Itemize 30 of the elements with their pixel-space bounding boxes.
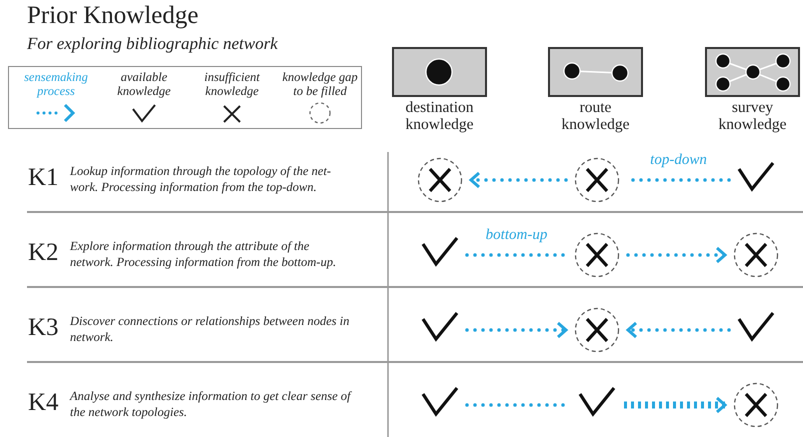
legend-text: insufficient knowledge <box>203 70 261 98</box>
edge-label: bottom-up <box>484 227 550 243</box>
legend-text: sensemaking process <box>23 70 89 98</box>
crossed-dashed-circle <box>574 157 620 203</box>
crossed-dashed-circle <box>733 382 779 428</box>
row-description: Explore information through the attribute of the network. Processing information from the bottom-up. <box>70 238 338 270</box>
row-description: Analyse and synthesize information to get clear sense of the network topologies. <box>70 388 353 420</box>
dotted-arrow <box>624 396 726 414</box>
dotted-arrow <box>469 172 568 188</box>
dotted-arrow <box>626 246 727 264</box>
edge-label: top-down <box>648 152 709 168</box>
row-id: K3 <box>28 314 59 342</box>
row-description: Lookup information through the topology of the net- work. Processing information from the top-down. <box>70 163 332 195</box>
row-id: K2 <box>28 239 59 267</box>
row-description: Discover connections or relationships between nodes in network. <box>70 313 350 345</box>
crossed-dashed-circle <box>733 232 779 278</box>
column-heading: destination knowledge <box>404 99 475 133</box>
row-id: K4 <box>28 389 59 417</box>
diagram-title: Prior Knowledge <box>27 2 198 30</box>
dotted-arrow <box>465 322 568 338</box>
column-heading: survey knowledge <box>717 99 788 133</box>
column-heading: route knowledge <box>560 99 630 133</box>
crossed-dashed-circle <box>574 232 620 278</box>
subtitle: For exploring bibliographic network <box>27 34 278 54</box>
dotted-arrow <box>626 322 731 338</box>
crossed-dashed-circle <box>574 307 620 353</box>
legend-text: available knowledge <box>116 70 172 98</box>
crossed-dashed-circle <box>417 157 463 203</box>
legend-text: knowledge gap to be filled <box>281 70 359 98</box>
row-id: K1 <box>28 164 59 192</box>
